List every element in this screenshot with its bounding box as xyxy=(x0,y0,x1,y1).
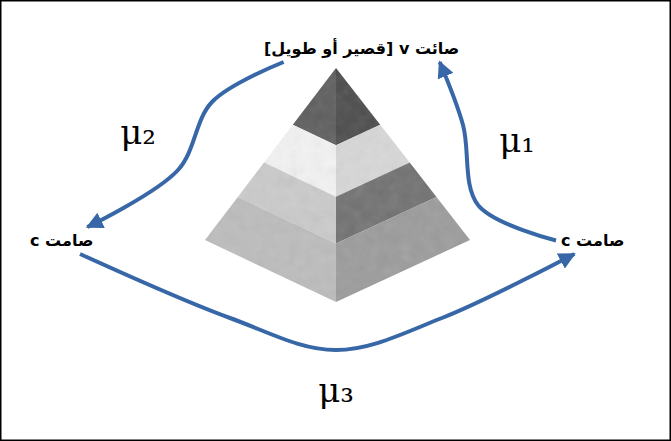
label-text: صائت v [قصير أو طويل] xyxy=(264,39,459,58)
mora-label: μ₃ xyxy=(318,373,354,407)
curved-arrow xyxy=(440,62,556,241)
curved-arrow xyxy=(87,62,283,227)
mora-label: μ₁ xyxy=(499,123,535,157)
phoneme-label: صامت c xyxy=(25,227,98,254)
label-text: صامت c xyxy=(30,231,93,250)
pyramid-texture xyxy=(200,60,475,305)
label-text: صامت c xyxy=(561,231,624,250)
mora-label: μ₂ xyxy=(120,115,156,149)
phoneme-label: صائت v [قصير أو طويل] xyxy=(259,35,464,62)
curved-arrow xyxy=(80,254,574,350)
phoneme-label: صامت c xyxy=(556,227,629,254)
